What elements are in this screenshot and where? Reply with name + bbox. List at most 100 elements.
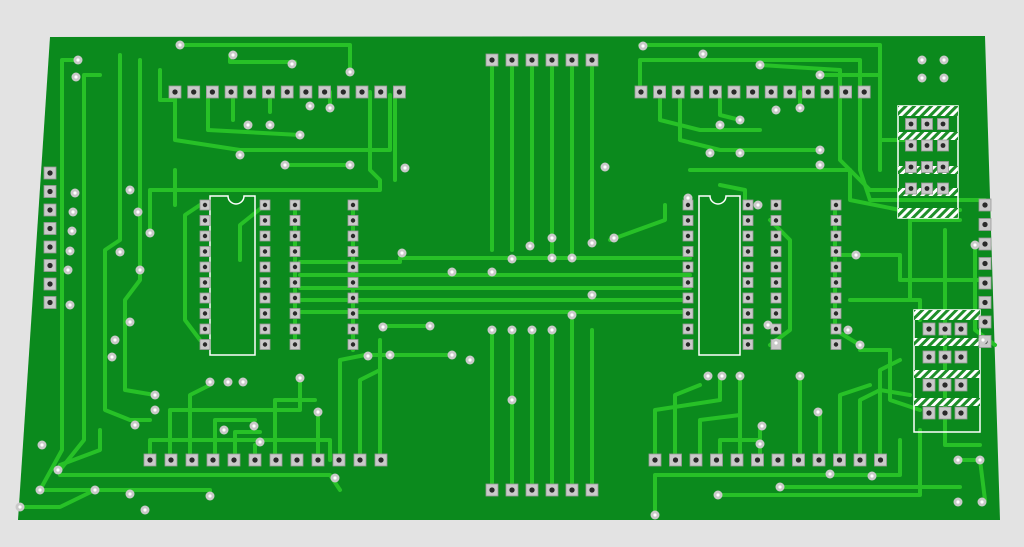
ic-left-pin-hole	[262, 280, 268, 285]
header-bottom-left-pad-hole	[168, 457, 174, 463]
ic-right-pin-hole	[745, 342, 751, 347]
header-right-edge-pad-hole	[982, 202, 988, 208]
ic-left-pin-hole	[262, 264, 268, 270]
header-top-right-pad-hole	[861, 89, 867, 95]
ic-left-pin-hole	[262, 311, 268, 316]
connector-lower-pad-hole	[958, 326, 964, 332]
header-top-right-pad-hole	[842, 89, 849, 95]
ic-right-pin-hole	[773, 280, 779, 285]
connector-lower-pad-hole	[926, 382, 932, 388]
via-hole	[942, 76, 946, 80]
connector-upper-pad-hole	[924, 143, 930, 148]
ic-left-pin-hole	[202, 264, 208, 270]
header-bottom-right-pad-hole	[816, 457, 822, 463]
header-bottom-left-pad-hole	[336, 457, 342, 463]
via-hole	[738, 374, 742, 378]
via-hole	[818, 163, 822, 167]
via-hole	[136, 210, 140, 214]
via-hole	[760, 424, 764, 428]
via-hole	[612, 236, 616, 240]
via-hole	[590, 293, 594, 297]
header-right-edge-pad-hole	[982, 299, 988, 306]
connector-lower-pad-hole	[942, 410, 948, 416]
header-left-edge-pad-hole	[47, 207, 53, 213]
via-hole	[798, 106, 802, 110]
ic-right-pin-hole	[685, 233, 691, 239]
via-hole	[978, 458, 982, 462]
ic-right-pin-hole	[833, 202, 839, 208]
header-bottom-right-pad-hole	[734, 457, 740, 463]
ic-left-pin-hole	[292, 326, 298, 332]
header-top-left-pad-hole	[228, 89, 234, 95]
connector-upper-pad-hole	[940, 121, 946, 127]
ic-right-pin-hole	[685, 202, 691, 208]
header-left-edge-pad-hole	[47, 188, 53, 195]
via-hole	[316, 410, 320, 414]
via-hole	[110, 355, 114, 359]
via-hole	[510, 257, 514, 261]
via-hole	[550, 256, 554, 260]
ic-dip-right-outline	[698, 195, 741, 356]
header-top-right-pad-hole	[787, 89, 793, 95]
connector-upper-pad-hole	[908, 143, 914, 148]
via-hole	[333, 476, 337, 480]
via-hole	[774, 108, 778, 112]
header-top-left-pad-hole	[321, 89, 328, 95]
header-top-right-pad-hole	[749, 89, 756, 95]
via-hole	[268, 123, 272, 127]
ic-right-pin-hole	[773, 264, 779, 270]
ic-right-pin-hole	[833, 264, 839, 270]
ic-right-pin-hole	[745, 295, 751, 301]
via-hole	[128, 320, 132, 324]
header-bottom-left-pad-hole	[273, 457, 279, 463]
via-hole	[530, 328, 534, 332]
via-hole	[774, 341, 778, 345]
header-top-right-pad-hole	[638, 89, 644, 95]
header-top-left-pad-hole	[209, 89, 216, 95]
via-hole	[870, 474, 874, 478]
via-hole	[590, 241, 594, 245]
header-top-left-pad-hole	[172, 89, 178, 95]
ic-left-pin-hole	[292, 249, 298, 254]
via-hole	[70, 229, 74, 233]
via-hole	[328, 106, 332, 110]
header-bottom-right-pad-hole	[857, 457, 863, 463]
header-right-edge-pad-hole	[982, 280, 988, 286]
via-hole	[818, 148, 822, 152]
connector-lower-pad-hole	[958, 382, 964, 388]
header-left-edge-pad-hole	[47, 262, 53, 269]
ic-left-pin-hole	[202, 202, 208, 208]
header-left-edge-pad-hole	[47, 170, 53, 176]
via-hole	[920, 58, 924, 62]
ic-right-pin-hole	[745, 311, 751, 316]
header-right-edge-pad-hole	[982, 221, 988, 228]
ic-right-pin-hole	[745, 280, 751, 285]
connector-upper-pad-hole	[940, 164, 946, 170]
ic-left-pin-hole	[350, 218, 356, 223]
ic-right-pin-hole	[773, 202, 779, 208]
via-hole	[756, 203, 760, 207]
via-hole	[93, 488, 97, 492]
header-bottom-left-pad-hole	[315, 457, 321, 463]
header-bottom-left-pad-hole	[147, 457, 153, 463]
connector-lower-pad-hole	[958, 410, 964, 416]
via-hole	[490, 270, 494, 274]
via-hole	[686, 196, 690, 200]
via-hole	[148, 231, 152, 235]
via-hole	[798, 374, 802, 378]
header-top-left-pad-hole	[247, 89, 253, 95]
via-hole	[510, 398, 514, 402]
ic-right-pin-hole	[833, 311, 839, 316]
connector-upper-pad-hole	[924, 164, 930, 170]
connector-upper-pad-hole	[908, 186, 914, 191]
via-hole	[118, 250, 122, 254]
via-hole	[550, 328, 554, 332]
via-hole	[701, 52, 705, 56]
header-left-edge-pad-hole	[47, 299, 53, 306]
via-hole	[308, 104, 312, 108]
via-hole	[738, 151, 742, 155]
via-hole	[528, 244, 532, 248]
header-top-center-pad-hole	[489, 57, 495, 63]
via-hole	[290, 62, 294, 66]
header-top-left-pad-hole	[191, 89, 197, 95]
